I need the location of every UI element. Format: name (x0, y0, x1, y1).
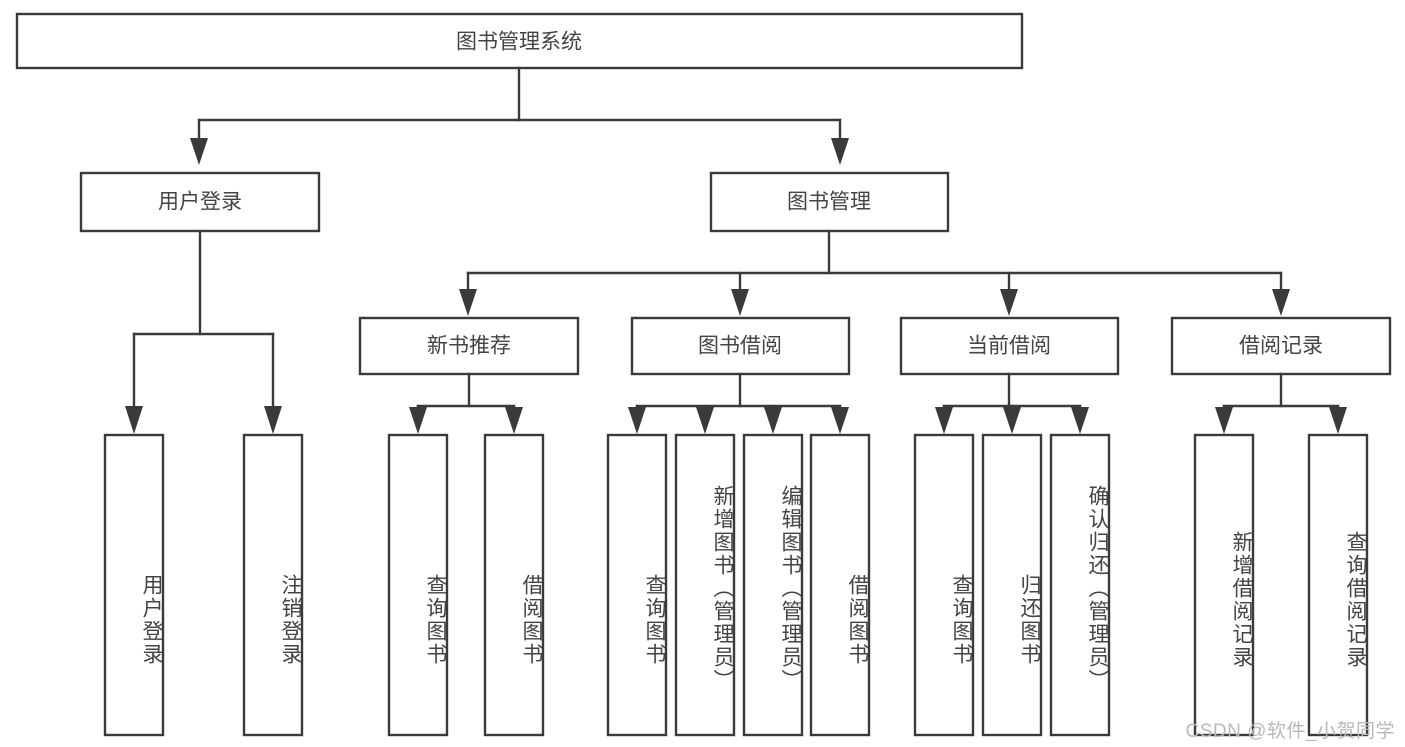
arrow-down-icon (125, 406, 143, 434)
connector-book-manage-to-level3 (459, 229, 1290, 316)
leaf-box-return-book[interactable] (981, 433, 1043, 737)
watermark-text: CSDN @软件_小贺同学 (1185, 721, 1395, 742)
leaf-box-add-record[interactable] (1193, 433, 1255, 737)
arrow-down-icon (264, 406, 282, 434)
leaf-box-borrow-book-1[interactable] (483, 433, 545, 737)
node-new-book-recommend[interactable]: 新书推荐 (358, 316, 580, 376)
arrow-down-icon (1071, 407, 1089, 434)
leaf-box-query-book-2[interactable] (606, 433, 668, 737)
new-book-recommend-label: 新书推荐 (427, 335, 511, 358)
leaf-box-query-book-3[interactable] (913, 433, 975, 737)
node-book-borrow[interactable]: 图书借阅 (630, 316, 851, 376)
arrow-down-icon (1003, 407, 1021, 434)
root-label: 图书管理系统 (456, 31, 582, 54)
arrow-down-icon (1272, 289, 1290, 316)
arrow-down-icon (764, 407, 782, 434)
arrow-down-icon (459, 289, 477, 316)
book-manage-label: 图书管理 (787, 191, 871, 214)
leaf-box-confirm-return[interactable] (1049, 433, 1111, 737)
node-current-borrow[interactable]: 当前借阅 (899, 316, 1120, 376)
arrow-down-icon (628, 407, 646, 434)
arrow-down-icon (831, 138, 849, 165)
leaf-box-query-book-1[interactable] (387, 433, 449, 737)
arrow-down-icon (831, 407, 849, 434)
connector-borrow-record-to-leaves (1215, 372, 1347, 434)
leaf-box-borrow-book-2[interactable] (809, 433, 871, 737)
user-login-box[interactable] (79, 171, 321, 233)
leaf-box-edit-book[interactable] (742, 433, 804, 737)
node-book-manage[interactable]: 图书管理 (709, 171, 950, 233)
arrow-down-icon (190, 138, 208, 165)
borrow-record-label: 借阅记录 (1239, 335, 1323, 358)
new-book-recommend-box[interactable] (358, 316, 580, 376)
leaf-box-user-login[interactable] (103, 433, 165, 737)
connector-new-book-recommend-to-leaves (409, 372, 523, 434)
connector-book-borrow-to-leaves (628, 372, 849, 434)
arrow-down-icon (1329, 407, 1347, 434)
current-borrow-box[interactable] (899, 316, 1120, 376)
leaf-box-logout-login[interactable] (242, 433, 304, 737)
arrow-down-icon (935, 407, 953, 434)
book-borrow-label: 图书借阅 (698, 335, 782, 358)
node-user-login[interactable]: 用户登录 (79, 171, 321, 233)
node-root[interactable]: 图书管理系统 (15, 12, 1024, 70)
arrow-down-icon (505, 407, 523, 434)
connector-user-login-to-leaves (125, 229, 282, 434)
arrow-down-icon (696, 407, 714, 434)
leaf-box-add-book[interactable] (674, 433, 736, 737)
arrow-down-icon (1215, 407, 1233, 434)
connector-root-to-level2 (190, 66, 849, 165)
arrow-down-icon (409, 407, 427, 434)
node-borrow-record[interactable]: 借阅记录 (1170, 316, 1392, 376)
user-login-label: 用户登录 (158, 191, 242, 214)
arrow-down-icon (731, 289, 749, 316)
root-box[interactable] (15, 12, 1024, 70)
leaf-box-query-record[interactable] (1307, 433, 1369, 737)
connector-current-borrow-to-leaves (935, 372, 1089, 434)
current-borrow-label: 当前借阅 (967, 335, 1051, 358)
arrow-down-icon (1000, 289, 1018, 316)
